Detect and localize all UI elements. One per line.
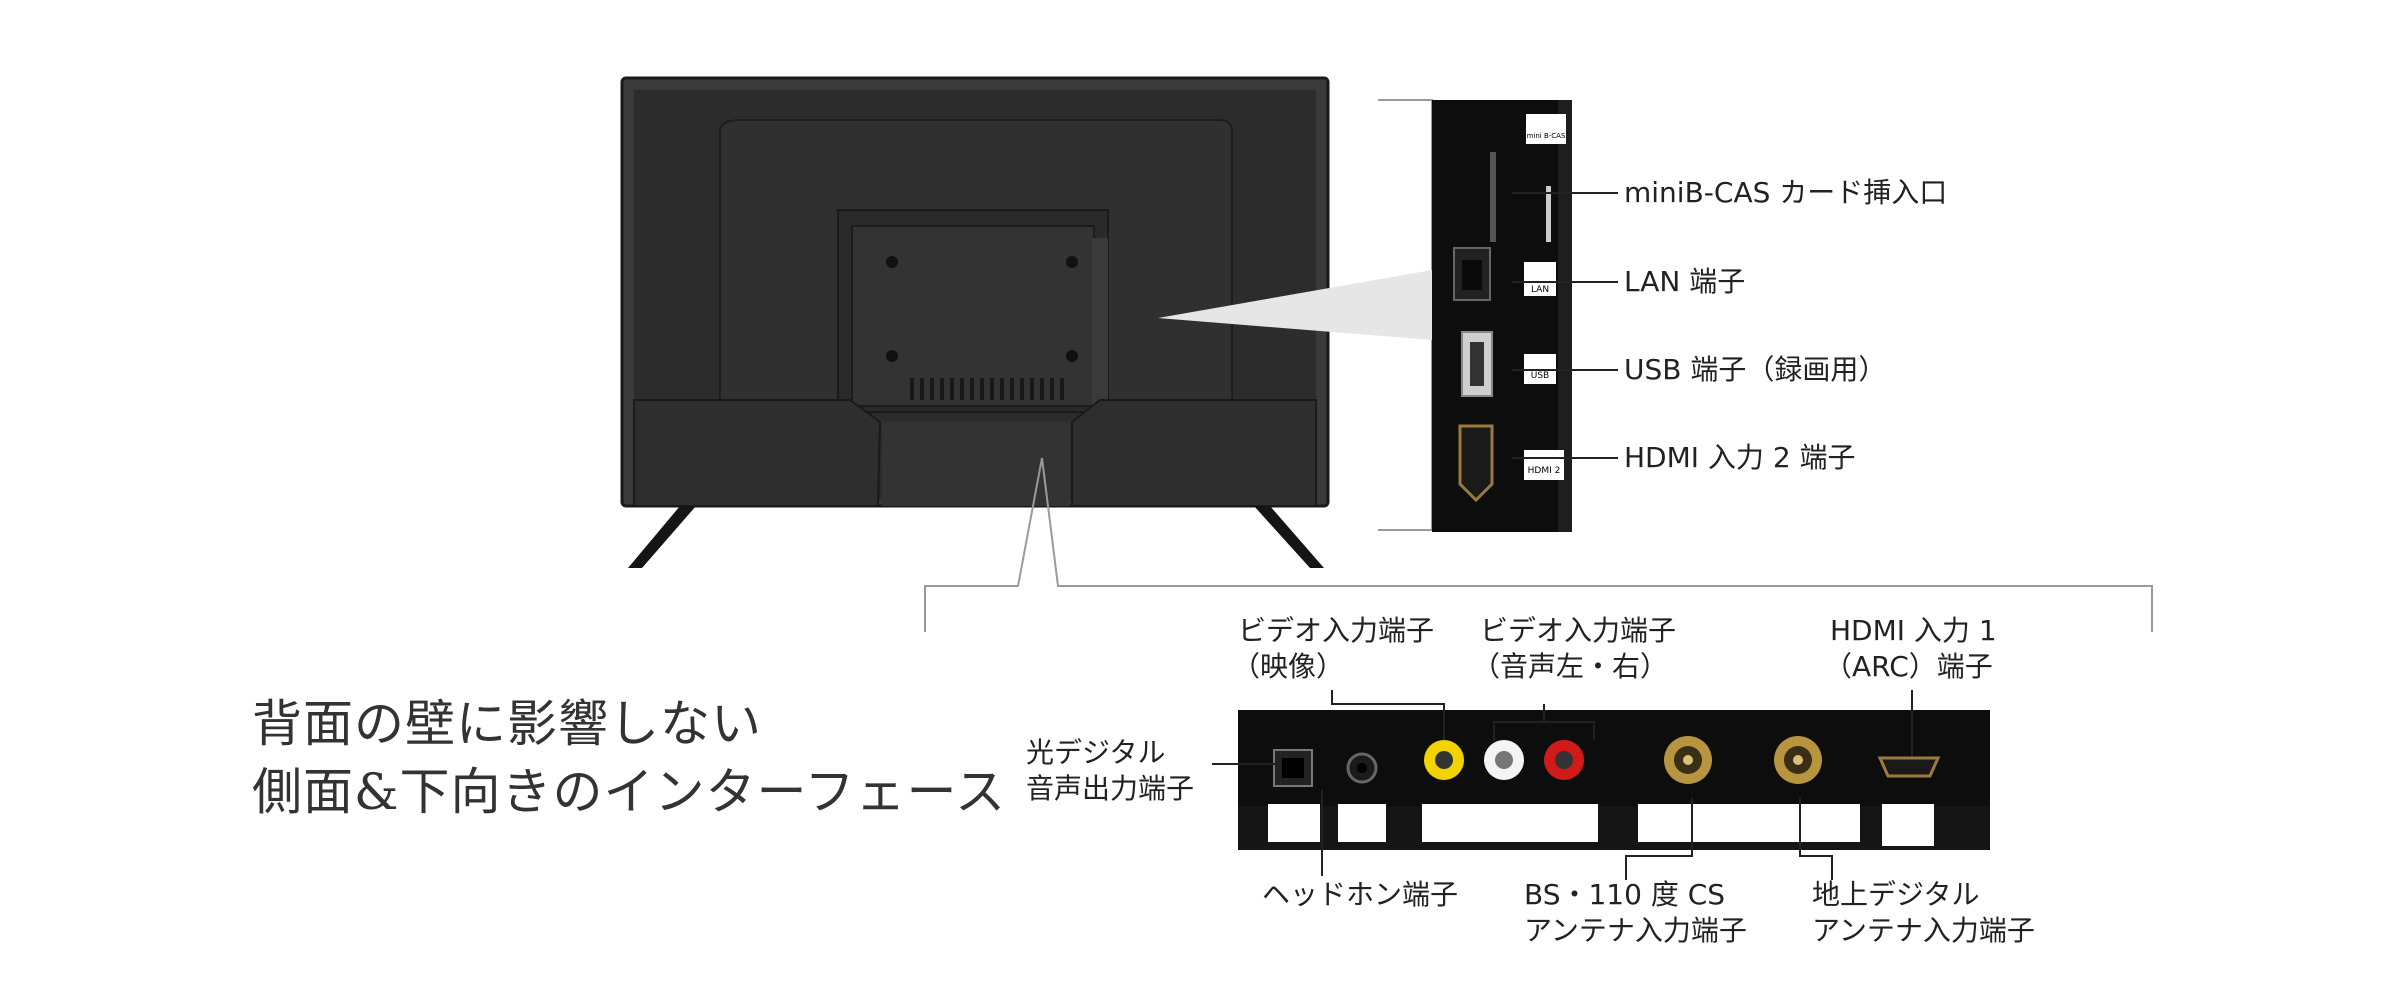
audio-in-label-line1: ビデオ入力端子 (1480, 614, 1677, 647)
svg-text:USB: USB (1531, 371, 1549, 381)
feature-heading-line1: 背面の壁に影響しない (252, 695, 762, 753)
hdmi1-label-line2: （ARC）端子 (1824, 650, 1993, 683)
optical-label-line1: 光デジタル (1026, 736, 1166, 769)
headphone-label: ヘッドホン端子 (1262, 878, 1459, 911)
bottom-port-panel (1238, 710, 1990, 850)
video-in-label-line1: ビデオ入力端子 (1238, 614, 1435, 647)
bs-antenna-label-line2: アンテナ入力端子 (1524, 914, 1747, 947)
usb-port-label: USB 端子（録画用） (1624, 353, 1887, 386)
video-in-label-line2: （映像） (1232, 650, 1345, 683)
hdmi1-label-line1: HDMI 入力 1 (1830, 614, 1997, 647)
lan-port-label: LAN 端子 (1624, 265, 1746, 298)
svg-text:LAN: LAN (1531, 285, 1549, 295)
svg-text:HDMI 2: HDMI 2 (1528, 466, 1561, 476)
feature-heading-line2: 側面&下向きのインターフェース (252, 763, 1007, 821)
optical-label-line2: 音声出力端子 (1026, 772, 1195, 805)
bs-antenna-label-line1: BS・110 度 CS (1524, 878, 1726, 911)
side-port-panel: mini B-CAS LAN USB HDMI 2 (1432, 100, 1572, 532)
terrestrial-antenna-label-line1: 地上デジタル (1812, 878, 1980, 911)
svg-text:mini B-CAS: mini B-CAS (1527, 132, 1566, 140)
hdmi2-port-label: HDMI 入力 2 端子 (1624, 441, 1856, 474)
terrestrial-antenna-label-line2: アンテナ入力端子 (1812, 914, 2035, 947)
audio-in-label-line2: （音声左・右） (1472, 650, 1669, 683)
minib-cas-slot-label: miniB-CAS カード挿入口 (1624, 176, 1948, 209)
tv-back-illustration (620, 76, 1330, 568)
